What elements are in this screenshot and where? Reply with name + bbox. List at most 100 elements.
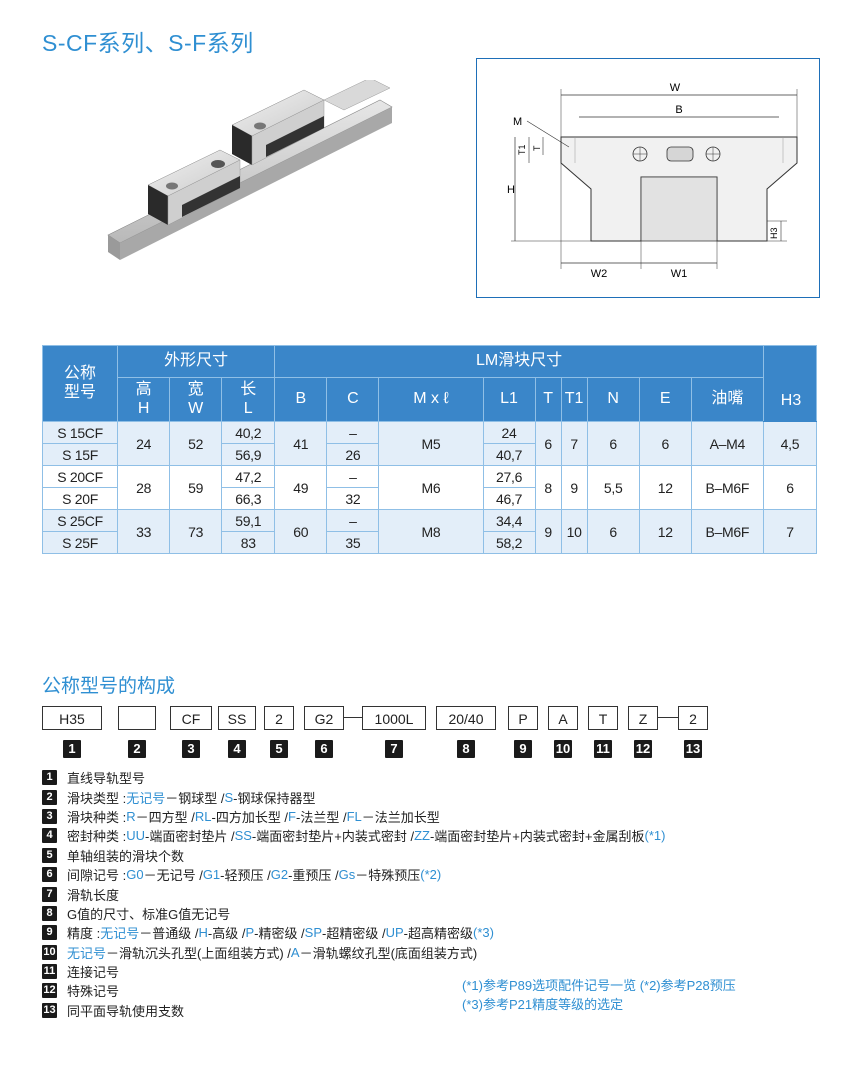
cell-C: – <box>326 509 380 532</box>
legend-text: RL <box>194 808 212 824</box>
code-box: H35 <box>42 706 102 730</box>
legend-text: 同平面导轨使用支数 <box>67 1003 185 1019</box>
label-T1: T1 <box>517 144 527 155</box>
label-H: H <box>507 184 515 196</box>
cell-E: 12 <box>638 509 692 554</box>
cell-C: – <box>326 421 380 444</box>
legend-text: -重预压 / <box>288 868 339 884</box>
legend-text: －无记号 / <box>143 868 203 884</box>
composition-title: 公称型号的构成 <box>42 676 176 697</box>
legend-text: G值的尺寸、标准G值无记号 <box>67 906 231 922</box>
legend-text: Gs <box>338 867 356 883</box>
header-C: C <box>326 377 380 422</box>
cell-model: S 25CF <box>41 509 119 532</box>
legend-text: -超高精密级 <box>403 926 473 942</box>
code-number-badge: 10 <box>554 740 572 758</box>
label-H3: H3 <box>769 227 779 239</box>
cell-E: 12 <box>638 465 692 510</box>
cell-L1: 58,2 <box>482 531 536 554</box>
cell-H3: 7 <box>762 509 818 554</box>
cell-M-l: M5 <box>378 421 484 466</box>
cell-H: 24 <box>117 421 171 466</box>
code-box: G2 <box>304 706 344 730</box>
legend-number-badge: 6 <box>42 867 57 883</box>
legend-text: G1 <box>202 867 221 883</box>
cell-L1: 46,7 <box>482 487 536 510</box>
legend-number-badge: 7 <box>42 886 57 902</box>
linear-guide-product-image <box>107 80 393 260</box>
legend-number-badge: 1 <box>42 770 57 786</box>
page-title: S-CF系列、S-F系列 <box>42 30 254 56</box>
code-box: SS <box>218 706 256 730</box>
legend-text: －法兰加长型 <box>361 809 440 825</box>
legend-text: 特殊记号 <box>67 984 120 1000</box>
header-N: N <box>586 377 640 422</box>
legend-text: (*3) <box>472 925 494 941</box>
code-number-badge: 2 <box>128 740 146 758</box>
code-box: A <box>548 706 578 730</box>
code-box: P <box>508 706 538 730</box>
legend-text: UU <box>126 828 146 844</box>
legend-text: 单轴组装的滑块个数 <box>67 848 185 864</box>
legend-text: S <box>224 789 234 805</box>
cell-H: 33 <box>117 509 171 554</box>
legend-text: -法兰型 / <box>296 809 347 825</box>
cell-T1: 10 <box>560 509 588 554</box>
legend-text: -精密级 / <box>254 926 305 942</box>
cell-T1: 9 <box>560 465 588 510</box>
cell-E: 6 <box>638 421 692 466</box>
cell-W: 52 <box>169 421 223 466</box>
cell-H3: 4,5 <box>762 421 818 466</box>
legend-text: SS <box>234 828 252 844</box>
legend-text: -端面密封垫片+内装式密封 / <box>251 829 415 845</box>
label-W1: W1 <box>671 268 688 280</box>
legend-number-badge: 10 <box>42 944 57 960</box>
code-number-badge: 1 <box>63 740 81 758</box>
header-T1: T1 <box>560 377 588 422</box>
legend-number-badge: 2 <box>42 789 57 805</box>
legend-text: 直线导轨型号 <box>67 771 146 787</box>
legend-number-badge: 9 <box>42 925 57 941</box>
legend-text: -四方加长型 / <box>211 809 289 825</box>
cell-N: 6 <box>586 421 640 466</box>
legend-text: -端面密封垫片 / <box>145 829 235 845</box>
label-W2: W2 <box>591 268 608 280</box>
legend-text: P <box>245 925 255 941</box>
header-L1: L1 <box>482 377 536 422</box>
cell-T: 6 <box>534 421 562 466</box>
legend-text: －钢球型 / <box>165 790 225 806</box>
code-box: 2 <box>678 706 708 730</box>
legend-text: 间隙记号 : <box>67 868 127 884</box>
legend-text: -端面密封垫片+内装式密封+金属刮板 <box>429 829 645 845</box>
legend-text: 滑块类型 : <box>67 790 127 806</box>
code-box <box>118 706 156 730</box>
header-M-l: M x ℓ <box>378 377 484 422</box>
code-box: Z <box>628 706 658 730</box>
label-B: B <box>675 104 682 116</box>
legend-text: -钢球保持器型 <box>233 790 316 806</box>
header-outer-dims: 外形尺寸 <box>117 345 276 378</box>
header-lm-block-dims: LM滑块尺寸 <box>274 345 764 378</box>
cell-C: 26 <box>326 443 380 466</box>
cell-C: 35 <box>326 531 380 554</box>
cell-B: 49 <box>274 465 328 510</box>
legend-text: SP <box>304 925 323 941</box>
header-B: B <box>274 377 328 422</box>
cell-model: S 20CF <box>41 465 119 488</box>
code-number-badge: 9 <box>514 740 532 758</box>
cell-L: 47,2 <box>221 465 276 488</box>
legend-text: -超精密级 / <box>322 926 386 942</box>
legend-number-badge: 4 <box>42 828 57 844</box>
legend-number-badge: 5 <box>42 847 57 863</box>
code-box: 2 <box>264 706 294 730</box>
